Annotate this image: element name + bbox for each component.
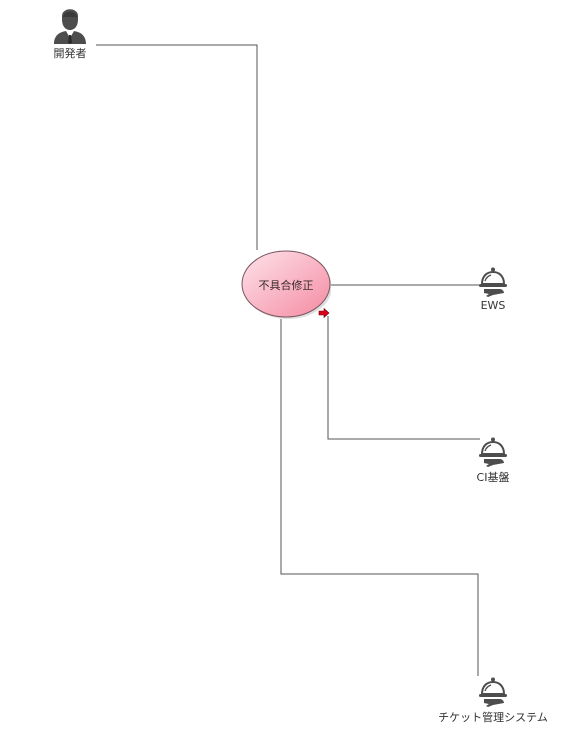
actor-ews-label: EWS xyxy=(480,299,506,312)
use-case-label: 不具合修正 xyxy=(258,278,314,292)
service-bell-icon xyxy=(479,267,507,297)
actor-developer-label: 開発者 xyxy=(53,47,87,60)
connector-developer xyxy=(96,44,258,250)
service-bell-icon xyxy=(479,677,507,707)
actor-ticket-system-label: チケット管理システム xyxy=(438,711,548,724)
actor-ci[interactable]: CI基盤 xyxy=(463,436,523,485)
use-case-bug-fix[interactable]: 不具合修正 xyxy=(241,250,331,319)
actor-ci-label: CI基盤 xyxy=(476,471,510,484)
person-icon xyxy=(54,9,86,44)
service-bell-icon xyxy=(479,437,507,467)
actor-ews[interactable]: EWS xyxy=(463,266,523,312)
actor-developer[interactable]: 開発者 xyxy=(44,4,96,61)
connector-ticket xyxy=(280,319,479,676)
arrow-link-icon[interactable] xyxy=(318,308,330,318)
use-case-ellipse xyxy=(241,250,331,319)
connector-ci xyxy=(327,316,480,440)
actor-ticket-system[interactable]: チケット管理システム xyxy=(433,676,553,725)
